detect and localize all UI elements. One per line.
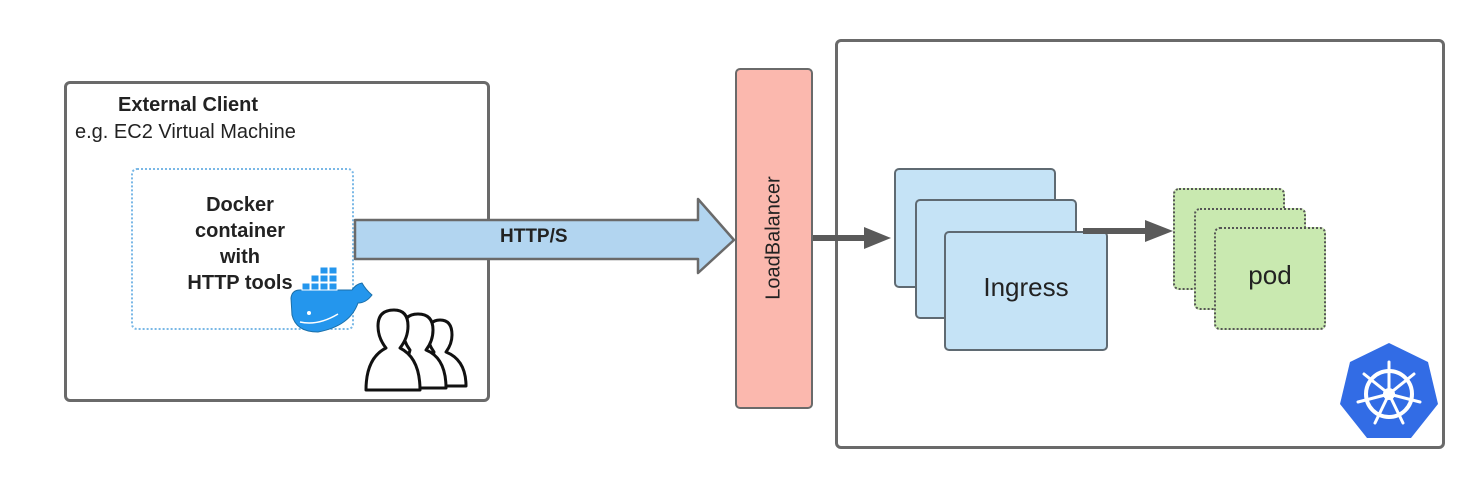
docker-whale-icon [290, 266, 373, 333]
docker-container-box [131, 168, 354, 330]
docker-container-label: Docker container with HTTP tools [160, 192, 320, 296]
http-arrow-label: HTTP/S [500, 226, 568, 247]
external-client-subtitle: e.g. EC2 Virtual Machine [75, 121, 296, 143]
docker-label-line-1: Docker [206, 194, 274, 216]
ingress-label: Ingress [983, 272, 1069, 302]
pod-box-front [1214, 227, 1326, 330]
docker-label-line-4: HTTP tools [187, 272, 293, 294]
docker-label-line-2: container [194, 220, 286, 242]
load-balancer-box [735, 68, 813, 409]
kubernetes-helm-icon [1340, 343, 1438, 438]
docker-label-line-3: with [220, 246, 260, 268]
users-group-icon [364, 308, 468, 392]
pod-label: pod [1248, 260, 1292, 290]
ingress-to-pod-arrow [1083, 220, 1173, 242]
ingress-box-front [944, 231, 1108, 351]
http-arrow [353, 197, 736, 275]
lb-to-ingress-arrow [813, 227, 891, 249]
external-client-title: External Client [118, 94, 259, 116]
